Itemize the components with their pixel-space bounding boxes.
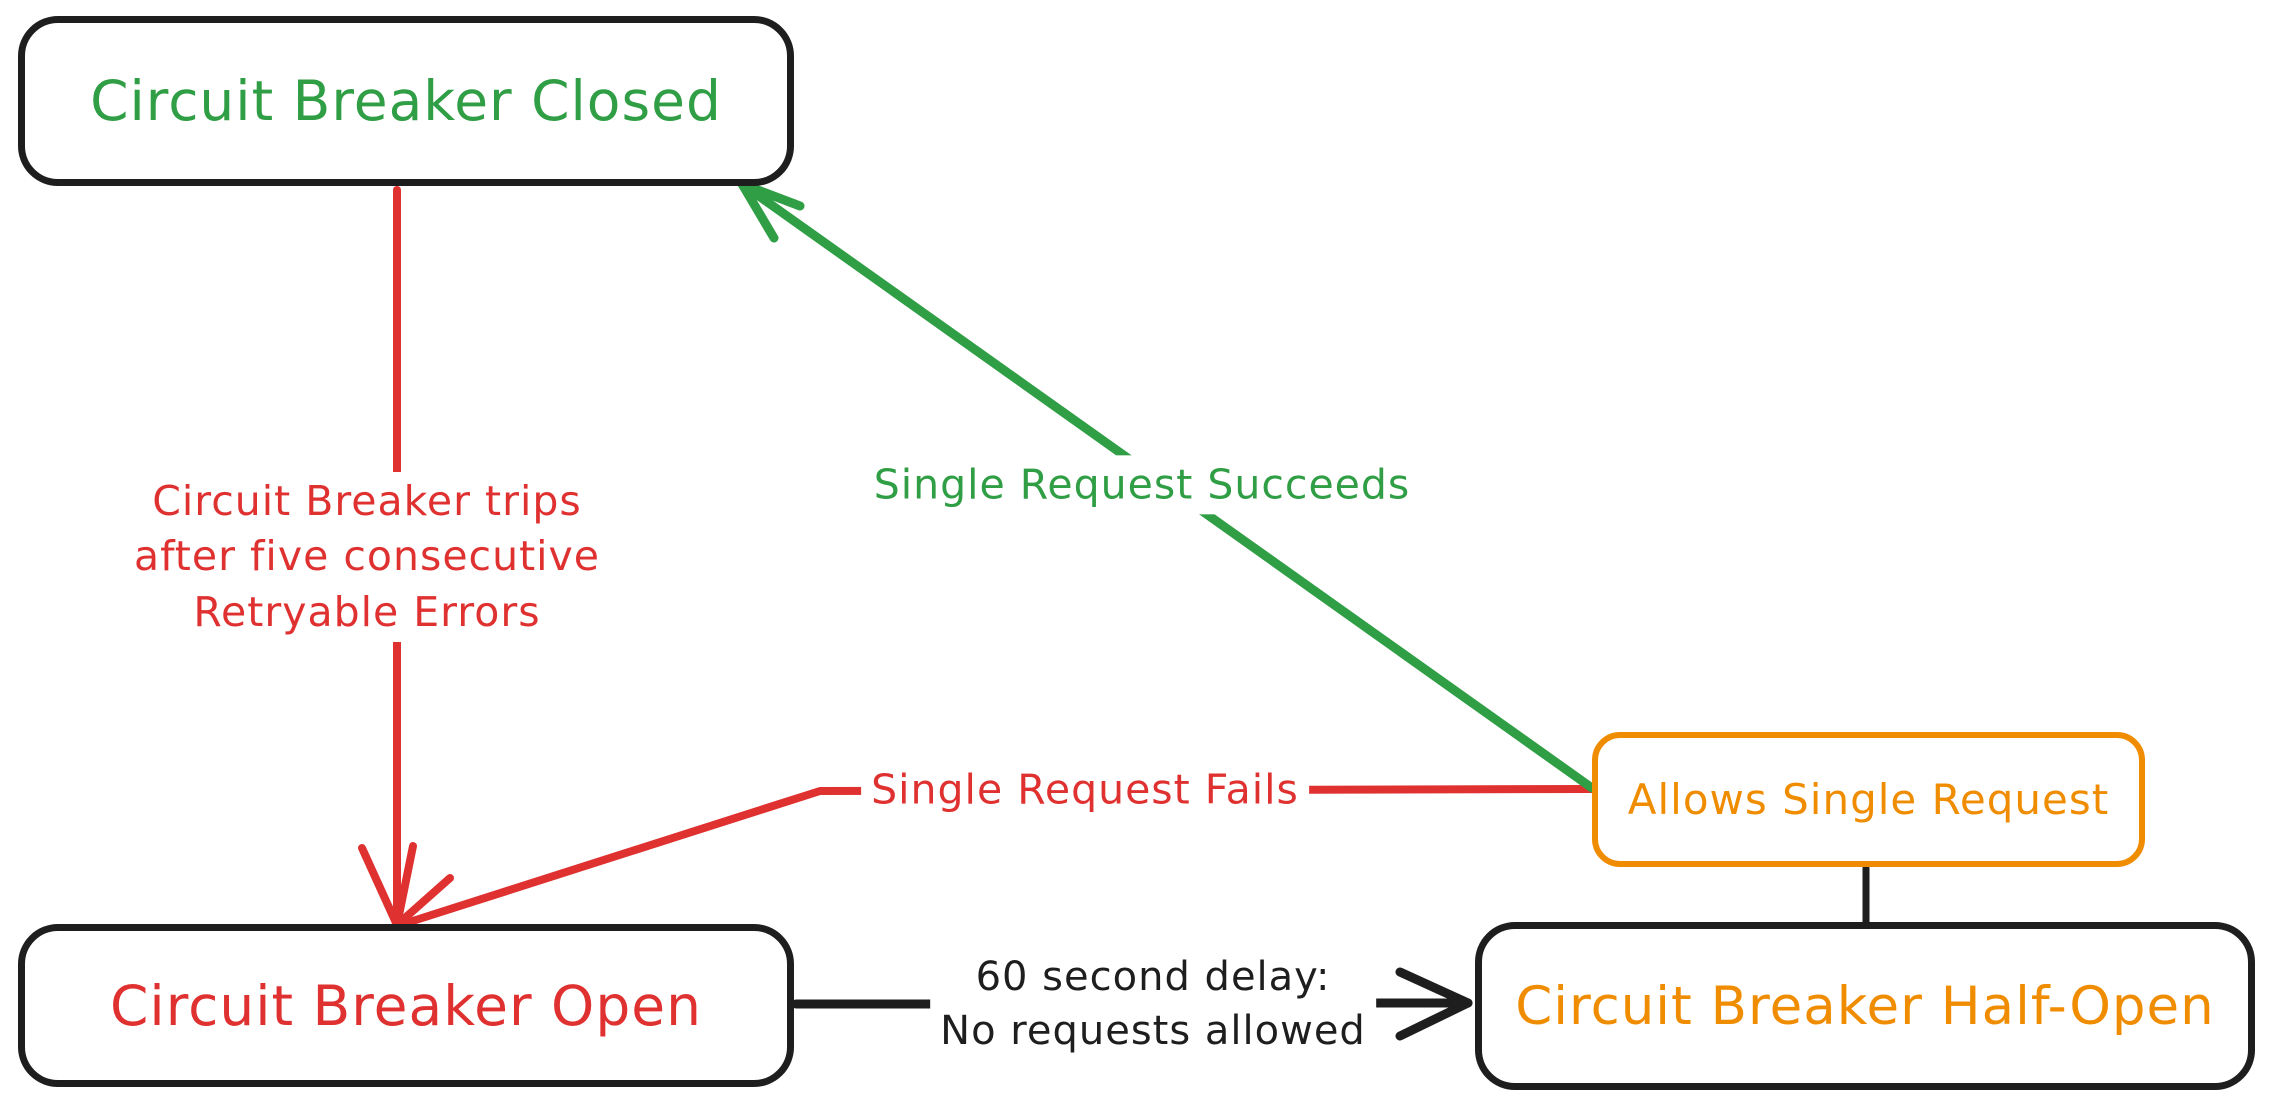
state-label-half-open: Circuit Breaker Half-Open bbox=[1515, 975, 2215, 1037]
edge-label-delay-line2: No requests allowed bbox=[940, 1008, 1366, 1054]
edge-label-trips-line2: after five consecutive bbox=[133, 532, 601, 581]
edge-label-trips-line1: Circuit Breaker trips bbox=[152, 476, 582, 525]
edge-label-trips-line3: Retryable Errors bbox=[193, 587, 541, 636]
edge-fails-line bbox=[393, 785, 1596, 930]
state-label-closed: Circuit Breaker Closed bbox=[90, 69, 722, 133]
state-label-allows-single-request: Allows Single Request bbox=[1627, 775, 2110, 824]
edge-label-delay: 60 second delay: No requests allowed bbox=[930, 948, 1376, 1060]
edge-label-delay-line1: 60 second delay: bbox=[975, 954, 1331, 1000]
state-node-half-open: Circuit Breaker Half-Open bbox=[1475, 922, 2255, 1090]
state-node-closed: Circuit Breaker Closed bbox=[18, 16, 794, 186]
state-label-open: Circuit Breaker Open bbox=[110, 973, 702, 1038]
edge-label-fails: Single Request Fails bbox=[861, 760, 1309, 820]
state-node-allows-single-request: Allows Single Request bbox=[1592, 732, 2145, 867]
state-node-open: Circuit Breaker Open bbox=[18, 924, 794, 1087]
edge-label-succeeds: Single Request Succeeds bbox=[863, 455, 1421, 515]
edge-label-trips: Circuit Breaker trips after five consecu… bbox=[123, 471, 611, 643]
